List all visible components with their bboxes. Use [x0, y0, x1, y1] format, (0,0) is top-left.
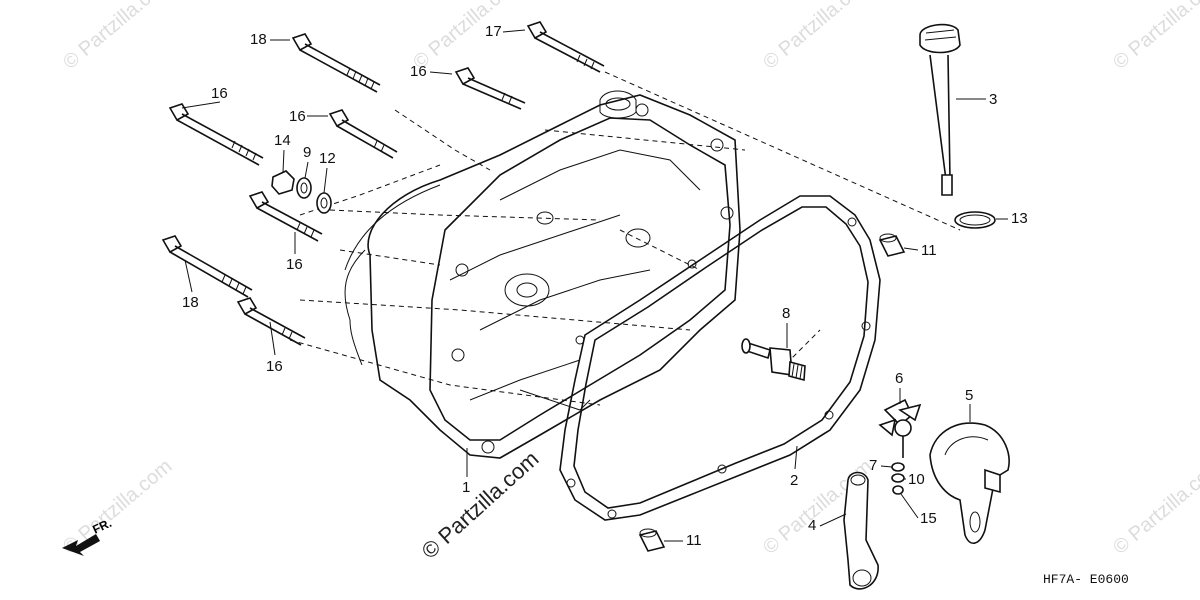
washers — [271, 170, 332, 214]
bolt-16 — [168, 103, 264, 166]
callout-label: 3 — [989, 91, 997, 108]
bolt-16 — [328, 109, 398, 159]
dowel-pins — [638, 233, 906, 552]
callout-label: 5 — [965, 387, 973, 404]
dowel-pin-11 — [878, 235, 906, 257]
bolt-18 — [161, 235, 253, 298]
seal-12 — [316, 192, 332, 214]
shaft-part-8 — [741, 338, 806, 382]
callout-label: 6 — [895, 370, 903, 387]
callout-label: 10 — [908, 471, 925, 488]
washer-10 — [891, 473, 905, 483]
gasket-part-2 — [559, 195, 881, 521]
callout-label: 7 — [869, 457, 877, 474]
callout-label: 1 — [462, 479, 470, 496]
washer-9 — [296, 177, 312, 199]
watermark-faint: © Partzilla.com — [1109, 455, 1200, 558]
callout-label: 15 — [920, 510, 937, 527]
front-arrow-icon — [62, 534, 100, 556]
small-washers — [891, 462, 905, 495]
bolt-17 — [526, 21, 605, 73]
callout-label: 18 — [182, 294, 199, 311]
bolt-16 — [248, 191, 323, 242]
callout-label: 12 — [319, 150, 336, 167]
rotor-part-6 — [878, 398, 922, 458]
bolt-16 — [454, 67, 526, 110]
oil-dipstick-part-3 — [919, 23, 996, 229]
crankcase-cover-part-1 — [344, 90, 741, 459]
nut-14 — [271, 170, 295, 195]
watermark-faint: © Partzilla.com — [1109, 0, 1200, 74]
callout-label: 16 — [286, 256, 303, 273]
callout-label: 8 — [782, 305, 790, 322]
watermark-main: © Partzilla.com — [417, 446, 544, 564]
watermark-faint: © Partzilla.com — [59, 0, 176, 74]
projection-lines — [289, 71, 961, 406]
callout-label: 16 — [266, 358, 283, 375]
washer-7 — [891, 462, 905, 472]
arm-part-4 — [843, 471, 879, 590]
callout-label: 16 — [211, 85, 228, 102]
dowel-pin-11 — [638, 530, 666, 552]
callout-label: 17 — [485, 23, 502, 40]
flange-bolts — [161, 21, 605, 346]
callout-label: 14 — [274, 132, 291, 149]
callout-label: 18 — [250, 31, 267, 48]
callouts: 18 17 16 16 16 14 9 12 16 18 16 3 13 11 … — [181, 23, 1028, 549]
bolt-18 — [291, 33, 381, 93]
bolt-16 — [236, 297, 306, 346]
cover-part-5 — [929, 422, 1010, 544]
clip-15 — [892, 485, 904, 495]
callout-label: 16 — [410, 63, 427, 80]
callout-label: 11 — [921, 242, 937, 259]
watermark-faint: © Partzilla.com — [759, 0, 876, 74]
faint-watermarks: © Partzilla.com © Partzilla.com © Partzi… — [59, 0, 1200, 559]
callout-label: 11 — [686, 532, 702, 549]
diagram-code: HF7A- E0600 — [1043, 572, 1129, 587]
callout-label: 4 — [808, 517, 816, 534]
callout-label: 16 — [289, 108, 306, 125]
callout-label: 2 — [790, 472, 798, 489]
callout-label: 13 — [1011, 210, 1028, 227]
o-ring-13 — [954, 211, 996, 229]
callout-label: 9 — [303, 144, 311, 161]
